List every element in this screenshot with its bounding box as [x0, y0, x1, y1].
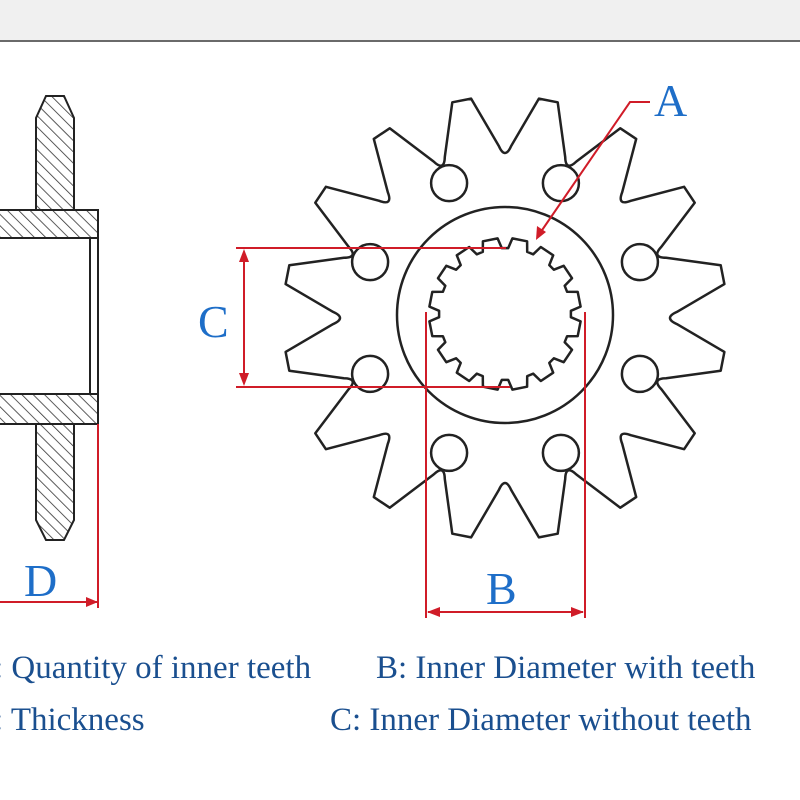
legend-text: : Quantity of inner teeth — [0, 650, 312, 686]
label-c: C — [198, 296, 229, 347]
bolt-hole — [620, 242, 660, 282]
b-dimension: B — [425, 312, 586, 618]
upper-hub-section — [0, 209, 99, 239]
a-arrowhead — [536, 226, 546, 240]
bore-section — [0, 237, 99, 395]
c-arrowhead-bottom — [239, 373, 249, 386]
lower-hub-section — [0, 393, 99, 425]
c-dimension: C — [198, 247, 510, 388]
bolt-holes — [350, 163, 660, 473]
b-arrowhead-right — [571, 607, 584, 617]
bolt-hole — [429, 163, 469, 203]
legend-text: : Thickness — [0, 702, 145, 738]
upper-tooth-section — [35, 95, 75, 211]
d-arrowhead — [86, 597, 98, 607]
a-leader: A — [536, 75, 687, 240]
spline-bore — [428, 237, 582, 391]
b-arrowhead-left — [427, 607, 440, 617]
label-a: A — [654, 75, 687, 126]
bolt-hole — [541, 433, 581, 473]
bolt-hole — [350, 242, 390, 282]
legend-thickness: : Thickness — [0, 702, 145, 739]
legend-inner-diameter-without-teeth: C: Inner Diameter without teeth — [330, 702, 752, 739]
label-d: D — [24, 555, 57, 606]
legend-quantity-inner-teeth: : Quantity of inner teeth — [0, 650, 311, 687]
top-border — [0, 40, 800, 42]
front-view-sprocket — [284, 97, 726, 539]
label-b: B — [486, 563, 517, 614]
side-section-view: D — [0, 95, 99, 608]
legend-text: B: Inner Diameter with teeth — [376, 650, 756, 686]
bolt-hole — [620, 354, 660, 394]
c-arrowhead-top — [239, 249, 249, 262]
lower-tooth-section — [35, 423, 75, 541]
bolt-hole — [429, 433, 469, 473]
bolt-hole — [350, 354, 390, 394]
a-leader-line — [537, 101, 650, 237]
legend-text: C: Inner Diameter without teeth — [330, 702, 752, 738]
legend-inner-diameter-with-teeth: B: Inner Diameter with teeth — [376, 650, 755, 687]
